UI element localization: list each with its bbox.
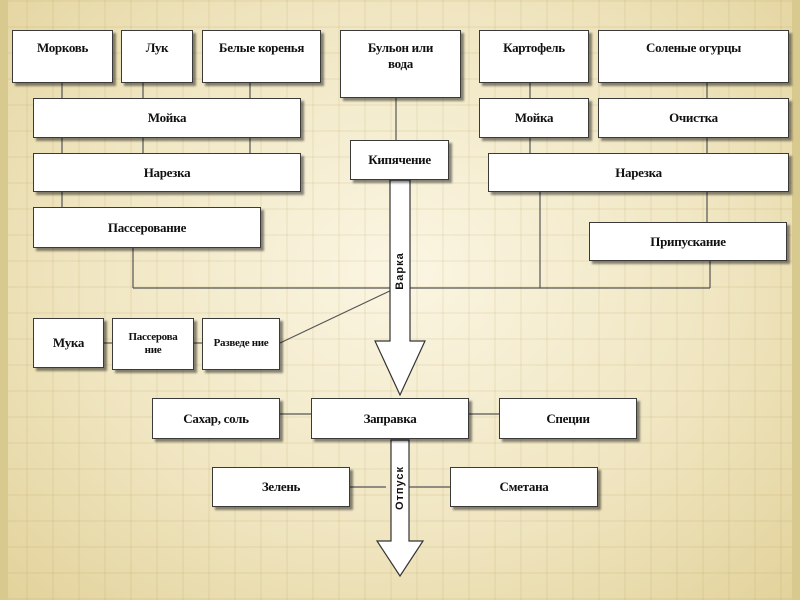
box-carrot: Морковь — [12, 30, 113, 83]
box-white-roots: Белые коренья — [202, 30, 321, 83]
box-poach: Припускание — [589, 222, 787, 261]
box-wash-left: Мойка — [33, 98, 301, 138]
box-flour-saute: Пассерова ние — [112, 318, 194, 370]
box-spices: Специи — [499, 398, 637, 439]
slide-edge-right — [792, 0, 800, 600]
box-greens: Зелень — [212, 467, 350, 507]
box-sour-cream: Сметана — [450, 467, 598, 507]
box-pickles: Соленые огурцы — [598, 30, 789, 83]
box-boil: Кипячение — [350, 140, 449, 180]
box-saute: Пассерование — [33, 207, 261, 248]
box-wash-right: Мойка — [479, 98, 589, 138]
box-cut-right: Нарезка — [488, 153, 789, 192]
label-serving: Отпуск — [394, 465, 406, 511]
box-dilute: Разведе ние — [202, 318, 280, 370]
box-cut-left: Нарезка — [33, 153, 301, 192]
box-broth: Бульон или вода — [340, 30, 461, 98]
serving-arrow — [375, 439, 425, 578]
box-peel: Очистка — [598, 98, 789, 138]
box-flour: Мука — [33, 318, 104, 368]
box-onion: Лук — [121, 30, 193, 83]
box-sugar-salt: Сахар, соль — [152, 398, 280, 439]
box-potato: Картофель — [479, 30, 589, 83]
connector-dilute-main — [279, 287, 397, 344]
cooking-arrow — [374, 179, 426, 397]
slide-edge-left — [0, 0, 8, 600]
label-cooking: Варка — [394, 252, 406, 290]
box-dressing: Заправка — [311, 398, 469, 439]
